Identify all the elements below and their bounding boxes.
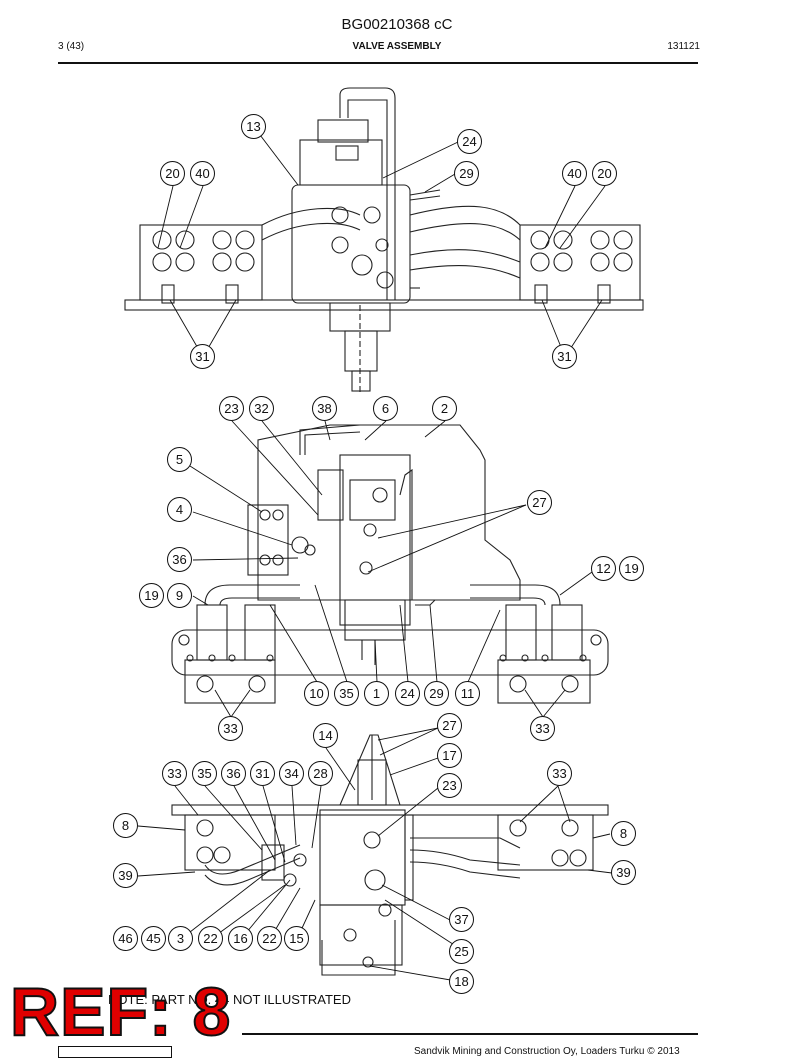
callout-36: 36 (221, 761, 246, 786)
page-indicator: 3 (43) (58, 41, 85, 52)
callout-34: 34 (279, 761, 304, 786)
callout-37: 37 (449, 907, 474, 932)
callout-9: 9 (167, 583, 192, 608)
callout-18: 18 (449, 969, 474, 994)
callout-27: 27 (527, 490, 552, 515)
callout-31: 31 (552, 344, 577, 369)
callout-35: 35 (192, 761, 217, 786)
footer-copyright: Sandvik Mining and Construction Oy, Load… (414, 1046, 680, 1057)
page-title: VALVE ASSEMBLY (352, 41, 442, 52)
callout-46: 46 (113, 926, 138, 951)
callout-16: 16 (228, 926, 253, 951)
callout-8: 8 (113, 813, 138, 838)
callout-31: 31 (250, 761, 275, 786)
header-rule (58, 62, 698, 64)
callout-27: 27 (437, 713, 462, 738)
callout-33: 33 (530, 716, 555, 741)
callout-22: 22 (198, 926, 223, 951)
callout-28: 28 (308, 761, 333, 786)
callout-35: 35 (334, 681, 359, 706)
callout-5: 5 (167, 447, 192, 472)
ref-label: REF: 8 (9, 974, 232, 1050)
callout-33: 33 (218, 716, 243, 741)
leader-lines (137, 126, 613, 983)
view-3-bottom-drawing (171, 734, 609, 976)
not-illustrated-note: NOTE: PART NO. 44 NOT ILLUSTRATED (108, 992, 351, 1007)
callout-19: 19 (139, 583, 164, 608)
company-logo (58, 1046, 172, 1058)
callout-1: 1 (364, 681, 389, 706)
callout-8: 8 (611, 821, 636, 846)
callout-12: 12 (591, 556, 616, 581)
callout-23: 23 (437, 773, 462, 798)
callout-29: 29 (454, 161, 479, 186)
callout-6: 6 (373, 396, 398, 421)
view-2-middle-drawing (171, 424, 609, 704)
callout-3: 3 (168, 926, 193, 951)
callout-40: 40 (562, 161, 587, 186)
callout-19: 19 (619, 556, 644, 581)
callout-45: 45 (141, 926, 166, 951)
callout-39: 39 (113, 863, 138, 888)
view-1-top-drawing (124, 87, 644, 395)
callout-40: 40 (190, 161, 215, 186)
callout-22: 22 (257, 926, 282, 951)
callout-14: 14 (313, 723, 338, 748)
callout-39: 39 (611, 860, 636, 885)
callout-24: 24 (395, 681, 420, 706)
callout-29: 29 (424, 681, 449, 706)
callout-24: 24 (457, 129, 482, 154)
callout-20: 20 (592, 161, 617, 186)
callout-23: 23 (219, 396, 244, 421)
callout-31: 31 (190, 344, 215, 369)
callout-11: 11 (455, 681, 480, 706)
callout-13: 13 (241, 114, 266, 139)
callout-25: 25 (449, 939, 474, 964)
callout-36: 36 (167, 547, 192, 572)
callout-32: 32 (249, 396, 274, 421)
callout-15: 15 (284, 926, 309, 951)
callout-17: 17 (437, 743, 462, 768)
footer-rule (242, 1033, 698, 1035)
callout-33: 33 (162, 761, 187, 786)
document-date: 131121 (667, 41, 700, 52)
callout-2: 2 (432, 396, 457, 421)
callout-4: 4 (167, 497, 192, 522)
callout-33: 33 (547, 761, 572, 786)
callout-10: 10 (304, 681, 329, 706)
callout-20: 20 (160, 161, 185, 186)
document-number: BG00210368 cC (341, 16, 453, 33)
callout-38: 38 (312, 396, 337, 421)
